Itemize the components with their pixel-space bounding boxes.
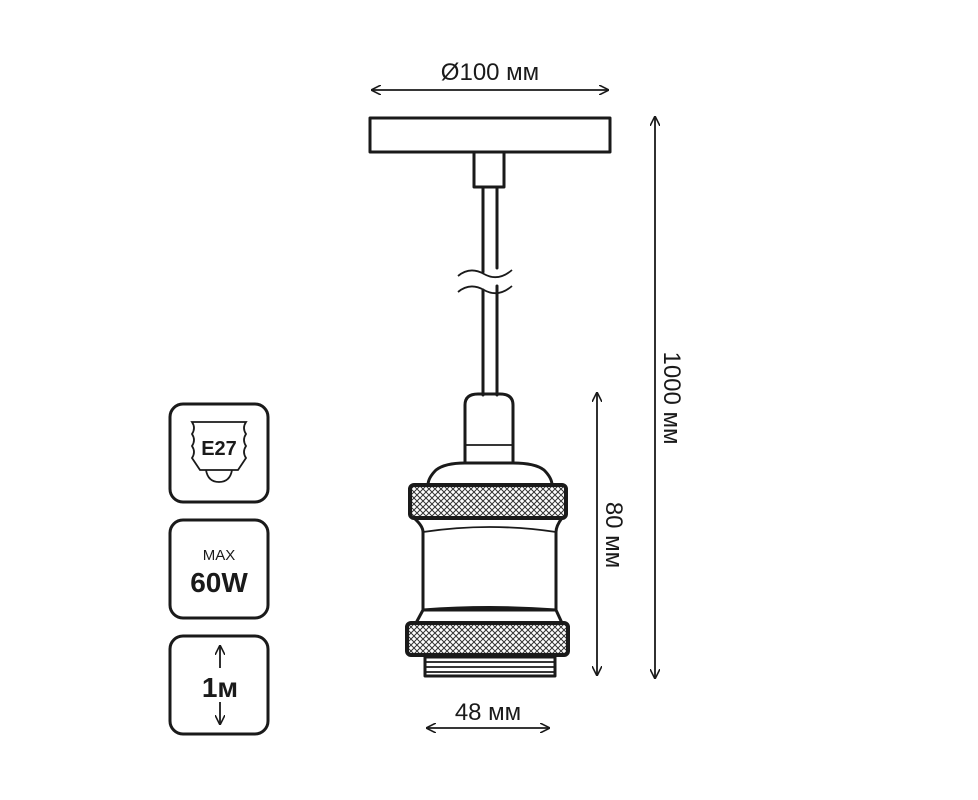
cord <box>457 185 513 397</box>
total-length-label: 1000 мм <box>658 351 685 444</box>
max-power-value: 60W <box>190 567 248 598</box>
max-label: MAX <box>203 547 236 564</box>
total-length-dimension: 1000 мм <box>655 117 685 678</box>
socket-diameter-dimension: 48 мм <box>427 699 549 728</box>
cable-length-badge: 1м <box>168 634 270 736</box>
socket-type-label: E27 <box>201 438 237 460</box>
e27-badge: E27 <box>168 402 270 504</box>
ceiling-canopy <box>368 116 612 154</box>
bulb-base-icon <box>190 421 248 483</box>
upper-knurl-ring <box>408 483 568 520</box>
canopy-stem <box>472 150 506 189</box>
socket-height-label: 80 мм <box>600 502 627 568</box>
canopy-diameter-label: Ø100 мм <box>441 59 539 86</box>
max-power-badge: MAX 60W <box>168 518 270 620</box>
socket-height-dimension: 80 мм <box>597 393 627 675</box>
cable-length-value: 1м <box>202 672 238 703</box>
socket-diameter-label: 48 мм <box>455 699 521 726</box>
lower-knurl-ring <box>405 621 570 657</box>
lamp-socket <box>405 392 570 678</box>
canopy-diameter-dimension: Ø100 мм <box>372 59 608 90</box>
